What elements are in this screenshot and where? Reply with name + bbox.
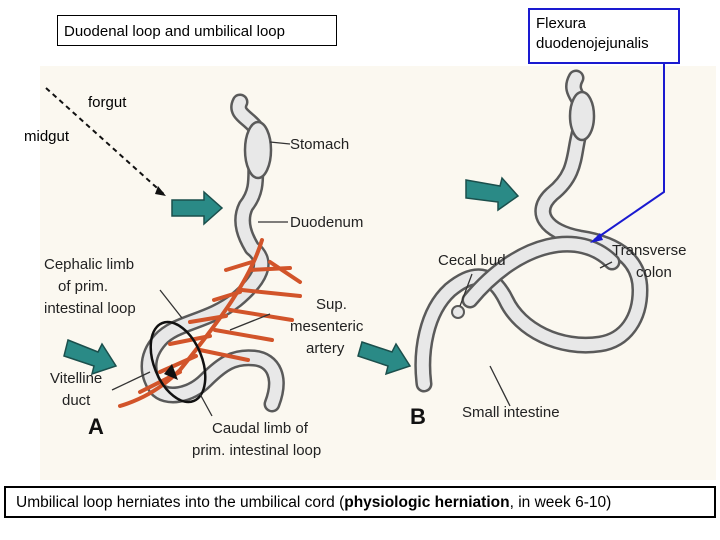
cecal-bud-shape: [451, 305, 465, 319]
sup-label-1: Sup.: [316, 296, 347, 313]
midgut-label: midgut: [24, 128, 70, 145]
rotation-ellipse: [149, 320, 207, 404]
caption-text-bold: physiologic herniation: [344, 494, 510, 511]
teal-arrow-2: [465, 176, 520, 212]
figure-a-letter: A: [88, 414, 104, 439]
teal-arrow-1: [171, 190, 224, 226]
cecal-bud-label: Cecal bud: [438, 252, 506, 269]
title-duodenal-loop-text: Duodenal loop and umbilical loop: [64, 23, 285, 40]
figure-b-letter: B: [410, 404, 426, 429]
leader-lines-b: [459, 261, 613, 407]
caption-text-pre: Umbilical loop herniates into the umbili…: [16, 494, 345, 511]
forgut-label: forgut: [88, 94, 127, 111]
flexura-pointer-head: [590, 233, 603, 243]
caption-text-post: , in week 6-10): [509, 494, 612, 511]
title-duodenal-loop: Duodenal loop and umbilical loop: [57, 15, 337, 46]
caption-box: Umbilical loop herniates into the umbili…: [4, 486, 716, 518]
dashed-pointer-head: [155, 186, 166, 196]
vitelline-label-1: Vitelline: [50, 370, 103, 387]
stomach-shape: [243, 120, 273, 180]
sup-label-3: artery: [306, 340, 345, 357]
cephalic-label-1: Cephalic limb: [44, 256, 135, 273]
flexura-pointer: [593, 64, 665, 241]
cephalic-label-3: intestinal loop: [44, 300, 136, 317]
duodenum-label: Duodenum: [290, 214, 364, 231]
rotation-arrowhead: [164, 364, 178, 380]
sup-label-2: mesenteric: [290, 318, 364, 335]
transverse-label-2: colon: [636, 264, 672, 281]
title-flexura: Flexura duodenojejunalis: [528, 8, 680, 64]
gut-tube-b: [414, 69, 649, 393]
teal-arrow-3: [63, 338, 118, 376]
vitelline-label-2: duct: [62, 392, 91, 409]
figure-background: [40, 66, 716, 480]
leader-lines-a: [111, 141, 291, 417]
title-flexura-text: Flexura duodenojejunalis: [536, 15, 649, 52]
stomach-label-a: Stomach: [290, 136, 350, 153]
teal-arrow-4: [357, 341, 412, 376]
stomach-shape-b: [568, 90, 596, 142]
caudal-label-1: Caudal limb of: [212, 420, 308, 437]
mesenteric-artery: [118, 238, 302, 408]
transverse-label-1: Transverse: [612, 242, 687, 259]
caudal-label-2: prim. intestinal loop: [192, 442, 322, 459]
small-intestine-label: Small intestine: [462, 404, 560, 421]
cephalic-label-2: of prim.: [58, 278, 109, 295]
